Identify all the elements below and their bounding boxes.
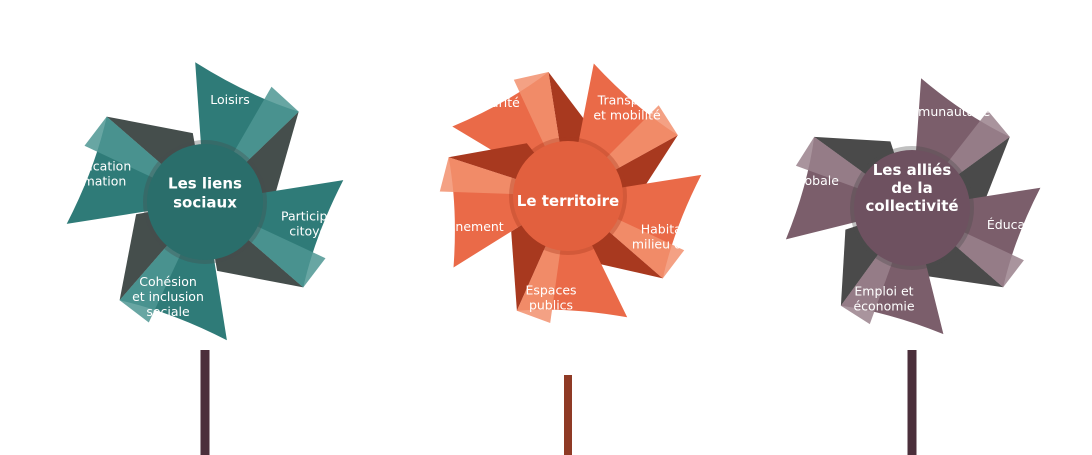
center-title-line: sociaux xyxy=(173,194,237,212)
center-circle xyxy=(147,144,263,260)
petal-label-line: Sécurité xyxy=(468,95,520,110)
center-circle xyxy=(513,141,623,251)
petal-label-line: et information xyxy=(38,174,127,189)
petal-label-line: sociale xyxy=(146,304,190,319)
petal-shadow xyxy=(205,111,299,202)
petal-label-line: et mobilité xyxy=(593,108,661,123)
petal-label-line: Emploi et xyxy=(854,284,913,299)
petal-label: Loisirs xyxy=(210,92,250,107)
petal-label-line: Habitat et xyxy=(641,222,704,237)
center-title-line: collectivité xyxy=(865,197,958,215)
petal-label-line: et inclusion xyxy=(132,289,204,304)
pinwheel-stick xyxy=(907,350,917,455)
petal-label: Sécurité xyxy=(468,95,520,110)
petal-label-line: citoyenne xyxy=(289,224,351,239)
pinwheel-stick xyxy=(564,375,572,455)
pinwheel-stick xyxy=(200,350,210,455)
petal-label-line: Cohésion xyxy=(139,274,197,289)
petal-label: Éducation xyxy=(987,217,1049,232)
petal-label-line: Santé globale xyxy=(753,173,839,188)
center-circle xyxy=(854,150,970,266)
petal-label-line: Communication xyxy=(33,159,132,174)
petal-label-line: Loisirs xyxy=(210,92,250,107)
petal-label-line: milieu de vie xyxy=(632,237,713,252)
center-title-line: Le territoire xyxy=(517,192,619,210)
center-title-line: Les liens xyxy=(168,175,242,193)
petal-label-line: Transport xyxy=(597,93,657,108)
petal-label-line: Espaces xyxy=(525,283,576,298)
center-title-line: Les alliés xyxy=(873,161,952,179)
center-title: Le territoire xyxy=(517,192,619,210)
petal-label: Environnement xyxy=(408,219,504,234)
petal-label-line: Participation xyxy=(281,209,359,224)
petal-label: Santé globale xyxy=(753,173,839,188)
petal-label-line: Environnement xyxy=(408,219,504,234)
petal-label-line: Éducation xyxy=(987,217,1049,232)
petal-shadow xyxy=(814,136,912,208)
petal-label-line: économie xyxy=(853,299,914,314)
center-title-line: de la xyxy=(891,179,932,197)
petal-shadow xyxy=(548,72,597,196)
petal-label-line: publics xyxy=(529,298,573,313)
petal-label-line: Communautaire xyxy=(890,104,991,119)
petal-label: Communautaire xyxy=(890,104,991,119)
